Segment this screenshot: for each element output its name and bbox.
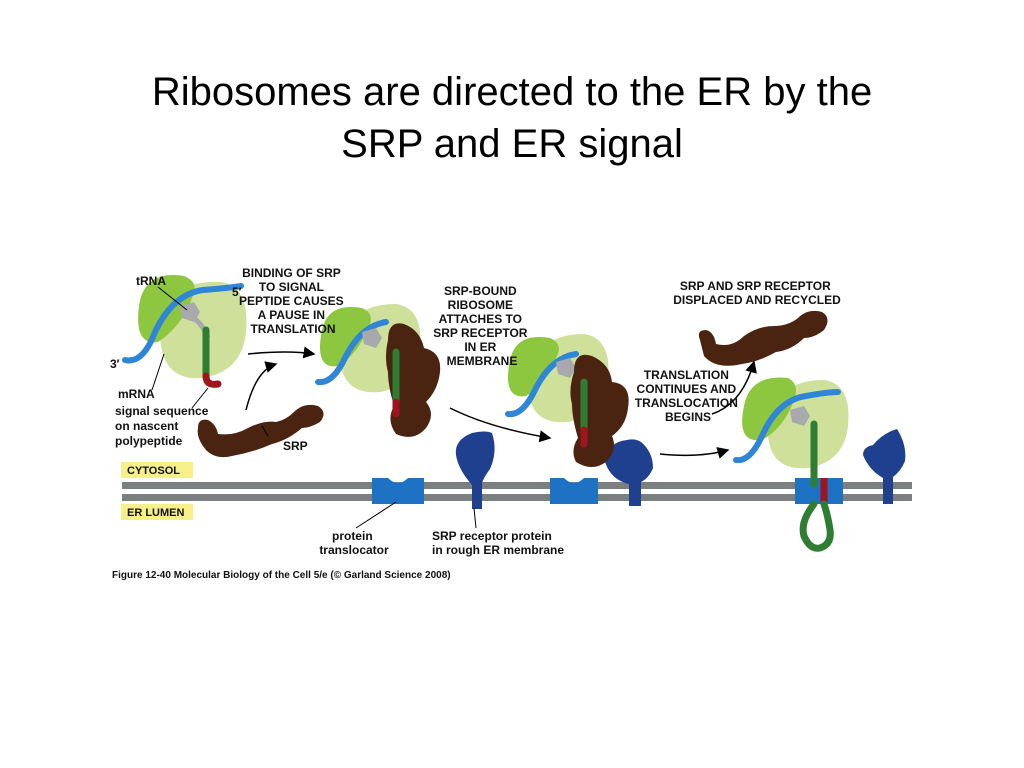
protein-translocator-3 bbox=[795, 478, 843, 504]
trna-4 bbox=[790, 406, 810, 426]
ribosome-1 bbox=[122, 275, 247, 388]
mrna-strand-3 bbox=[505, 351, 579, 418]
label-step-3-line-3: TRANSLOCATION bbox=[635, 396, 738, 410]
label-step-3-line-4: BEGINS bbox=[665, 410, 711, 424]
trna-3 bbox=[556, 358, 576, 378]
ribosome-3 bbox=[505, 334, 629, 467]
leader-signal bbox=[191, 387, 209, 409]
label-step-1-line-1: BINDING OF SRP bbox=[242, 266, 341, 280]
protein-translocator-1 bbox=[372, 478, 424, 504]
srp-free bbox=[197, 404, 324, 458]
label-translocator-line-2: translocator bbox=[319, 543, 389, 557]
ribosome-2 bbox=[315, 304, 441, 437]
label-mrna: mRNA bbox=[118, 387, 155, 401]
ribosome-4 bbox=[733, 377, 849, 552]
figure-caption: Figure 12-40 Molecular Biology of the Ce… bbox=[112, 570, 451, 581]
er-lumen-label: ER LUMEN bbox=[127, 507, 185, 519]
slide-title-line-1: Ribosomes are directed to the ER by the bbox=[151, 70, 873, 114]
leader-mrna bbox=[151, 353, 165, 391]
label-step-4-line-1: SRP AND SRP RECEPTOR bbox=[680, 279, 831, 293]
cytosol-label-box bbox=[121, 462, 193, 478]
leader-translocator bbox=[355, 501, 397, 529]
label-step-1-line-5: TRANSLATION bbox=[250, 322, 335, 336]
cytosol-label: CYTOSOL bbox=[127, 465, 180, 477]
label-trna: tRNA bbox=[136, 274, 166, 288]
mrna-strand-2 bbox=[315, 319, 389, 386]
leader-srp bbox=[261, 425, 269, 437]
arrow-srp-to-ribosome bbox=[245, 361, 278, 411]
label-step-2: SRP-BOUND RIBOSOME ATTACHES TO SRP RECEP… bbox=[433, 284, 531, 368]
slide-title: Ribosomes are directed to the ER by the … bbox=[0, 66, 1024, 170]
er-membrane bbox=[122, 482, 912, 501]
label-three-prime: 3′ bbox=[110, 357, 120, 371]
label-step-2-line-2: RIBOSOME bbox=[448, 298, 513, 312]
srp-receptor-3 bbox=[863, 429, 906, 504]
signal-sequence-1 bbox=[202, 372, 222, 388]
arrow-step-2 bbox=[449, 407, 552, 443]
label-srp: SRP bbox=[283, 439, 308, 453]
label-signal-line-1: signal sequence bbox=[115, 404, 209, 418]
leader-receptor bbox=[473, 507, 477, 529]
label-step-4: SRP AND SRP RECEPTOR DISPLACED AND RECYC… bbox=[673, 279, 841, 307]
label-signal-line-3: polypeptide bbox=[115, 434, 183, 448]
label-signal-sequence: signal sequence on nascent polypeptide bbox=[115, 404, 212, 448]
label-step-1-line-4: A PAUSE IN bbox=[258, 308, 325, 322]
polypeptide-loop bbox=[799, 500, 834, 552]
label-step-4-line-2: DISPLACED AND RECYCLED bbox=[673, 293, 841, 307]
arrow-step-1 bbox=[247, 346, 316, 359]
srp-receptor-2 bbox=[605, 439, 653, 506]
protein-translocator-2 bbox=[550, 478, 598, 504]
mrna-strand-1 bbox=[122, 283, 244, 364]
arrow-recycle bbox=[711, 360, 757, 415]
label-step-3: TRANSLATION CONTINUES AND TRANSLOCATION … bbox=[635, 368, 741, 424]
label-translocator-line-1: protein bbox=[332, 529, 373, 543]
slide-title-line-2: SRP and ER signal bbox=[341, 122, 683, 166]
mrna-strand-4 bbox=[733, 389, 841, 464]
label-step-2-line-6: MEMBRANE bbox=[447, 354, 518, 368]
label-receptor-line-1: SRP receptor protein bbox=[432, 529, 552, 543]
label-signal-line-2: on nascent bbox=[115, 419, 178, 433]
arrow-step-3 bbox=[659, 447, 730, 459]
trna-2 bbox=[362, 328, 382, 348]
label-step-2-line-1: SRP-BOUND bbox=[444, 284, 517, 298]
label-five-prime: 5′ bbox=[232, 285, 242, 299]
label-step-1-line-3: PEPTIDE CAUSES bbox=[239, 294, 344, 308]
label-srp-receptor: SRP receptor protein in rough ER membran… bbox=[432, 529, 564, 557]
label-step-2-line-5: IN ER bbox=[464, 340, 496, 354]
label-step-3-line-2: CONTINUES AND bbox=[637, 382, 737, 396]
label-step-3-line-1: TRANSLATION bbox=[644, 368, 729, 382]
srp-bound-2 bbox=[386, 323, 441, 437]
srp-receptor-1 bbox=[455, 431, 495, 509]
label-step-1: BINDING OF SRP TO SIGNAL PEPTIDE CAUSES … bbox=[239, 266, 347, 336]
label-receptor-line-2: in rough ER membrane bbox=[432, 543, 564, 557]
srp-released bbox=[698, 310, 828, 366]
label-step-2-line-3: ATTACHES TO bbox=[439, 312, 522, 326]
label-step-1-line-2: TO SIGNAL bbox=[259, 280, 324, 294]
label-step-2-line-4: SRP RECEPTOR bbox=[433, 326, 528, 340]
label-protein-translocator: protein translocator bbox=[319, 529, 389, 557]
leader-trna bbox=[157, 286, 188, 311]
er-lumen-label-box bbox=[121, 504, 193, 520]
